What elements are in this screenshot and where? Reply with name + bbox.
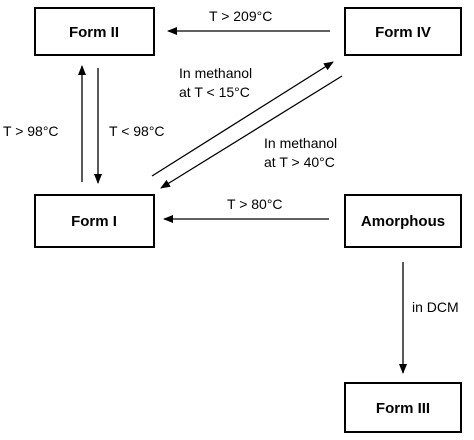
node-form-iv-label: Form IV xyxy=(375,24,431,41)
node-form-iii-label: Form III xyxy=(376,400,430,417)
label-amorphous-to-iii: in DCM xyxy=(412,299,459,315)
node-form-iii: Form III xyxy=(344,382,462,433)
label-ii-to-i: T < 98°C xyxy=(109,123,165,139)
node-amorphous: Amorphous xyxy=(344,194,462,248)
node-amorphous-label: Amorphous xyxy=(361,213,445,230)
arrow-iv-to-i xyxy=(160,75,343,189)
arrow-i-to-iv xyxy=(151,61,334,177)
label-i-to-iv-line-2: at T < 15°C xyxy=(179,84,250,100)
label-i-to-iv-line-1: In methanol xyxy=(179,65,252,81)
label-i-to-ii: T > 98°C xyxy=(3,123,59,139)
label-iv-to-i-line-1: In methanol xyxy=(264,135,337,151)
node-form-iv: Form IV xyxy=(344,7,462,56)
node-form-ii-label: Form II xyxy=(69,24,119,41)
label-iv-to-ii: T > 209°C xyxy=(209,8,272,24)
label-iv-to-i-line-2: at T > 40°C xyxy=(264,154,335,170)
node-form-i-label: Form I xyxy=(71,213,117,230)
node-form-i: Form I xyxy=(34,194,155,248)
node-form-ii: Form II xyxy=(34,7,155,56)
label-amorphous-to-i: T > 80°C xyxy=(227,196,283,212)
